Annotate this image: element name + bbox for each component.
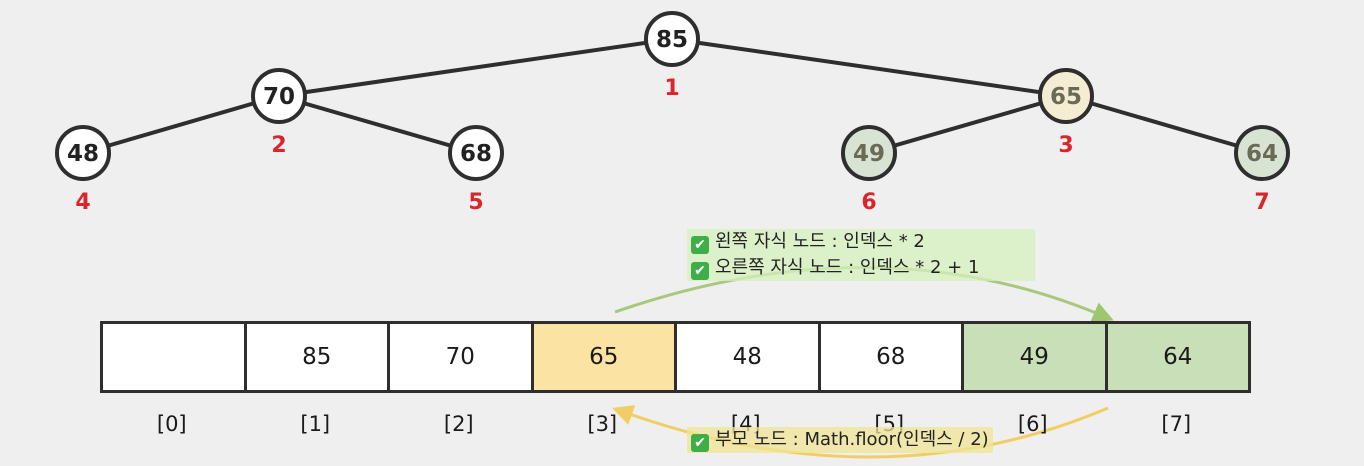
check-icon: ✔ [691, 434, 709, 452]
array-index-2: [2] [443, 412, 474, 436]
tree-edge [278, 94, 477, 155]
node-value: 70 [263, 84, 295, 110]
check-icon: ✔ [691, 236, 709, 254]
parent-text: 부모 노드 : Math.floor(인덱스 / 2) [715, 429, 989, 450]
node-index-label: 7 [1254, 190, 1269, 215]
check-icon: ✔ [691, 262, 709, 280]
node-value: 49 [853, 141, 885, 167]
node-circle [251, 68, 307, 124]
array-cell-0 [103, 324, 244, 390]
right-child-note: ✔ 오른쪽 자식 노드 : 인덱스 * 2 + 1 [691, 255, 1031, 281]
tree-nodes: 85 1 70 2 65 3 48 4 68 5 49 6 64 7 [55, 11, 1290, 215]
node-circle [1234, 125, 1290, 181]
tree-node-2: 70 2 [251, 68, 307, 158]
node-index-label: 2 [271, 133, 286, 158]
right-child-text: 오른쪽 자식 노드 : 인덱스 * 2 + 1 [715, 257, 980, 278]
tree-edge [278, 37, 673, 98]
array-cell-3: 65 [530, 324, 674, 390]
array-cell-2: 70 [387, 324, 531, 390]
left-child-note: ✔ 왼쪽 자식 노드 : 인덱스 * 2 [691, 229, 1031, 255]
parent-formula-note: ✔ 부모 노드 : Math.floor(인덱스 / 2) [687, 427, 993, 453]
tree-node-6: 49 6 [841, 125, 897, 215]
tree-node-7: 64 7 [1234, 125, 1290, 215]
node-value: 64 [1246, 141, 1278, 167]
node-index-label: 4 [75, 190, 90, 215]
array-index-3: [3] [587, 412, 618, 436]
node-circle [448, 125, 504, 181]
node-value: 65 [1050, 84, 1082, 110]
array-index-0: [0] [156, 412, 187, 436]
tree-edge [671, 37, 1067, 98]
node-circle [55, 125, 111, 181]
tree-edge [82, 94, 280, 155]
node-circle [841, 125, 897, 181]
array-cell-1: 85 [243, 324, 388, 390]
node-index-label: 6 [861, 190, 876, 215]
node-circle [1038, 68, 1094, 124]
array-cell-5: 68 [817, 324, 962, 390]
node-index-label: 3 [1058, 133, 1073, 158]
node-value: 85 [656, 27, 688, 53]
array-cell-4: 48 [674, 324, 818, 390]
node-circle [644, 11, 700, 67]
tree-edge [868, 94, 1067, 155]
tree-edge [1065, 94, 1263, 155]
tree-edges [82, 37, 1263, 155]
left-child-text: 왼쪽 자식 노드 : 인덱스 * 2 [715, 231, 925, 252]
node-value: 68 [460, 141, 492, 167]
tree-node-1: 85 1 [644, 11, 700, 101]
tree-node-5: 68 5 [448, 125, 504, 215]
array-index-1: [1] [300, 412, 331, 436]
array-index-7: [7] [1161, 412, 1192, 436]
tree-node-3: 65 3 [1038, 68, 1094, 158]
node-value: 48 [67, 141, 99, 167]
array-cell-7: 64 [1104, 324, 1248, 390]
tree-node-4: 48 4 [55, 125, 111, 215]
child-formula-note: ✔ 왼쪽 자식 노드 : 인덱스 * 2 ✔ 오른쪽 자식 노드 : 인덱스 * 2… [687, 229, 1035, 281]
node-index-label: 1 [664, 76, 679, 101]
array-cell-6: 49 [961, 324, 1105, 390]
array-index-row: [0][1][2][3][4][5][6][7] [100, 412, 1248, 436]
node-index-label: 5 [468, 190, 483, 215]
array-index-6: [6] [1017, 412, 1048, 436]
